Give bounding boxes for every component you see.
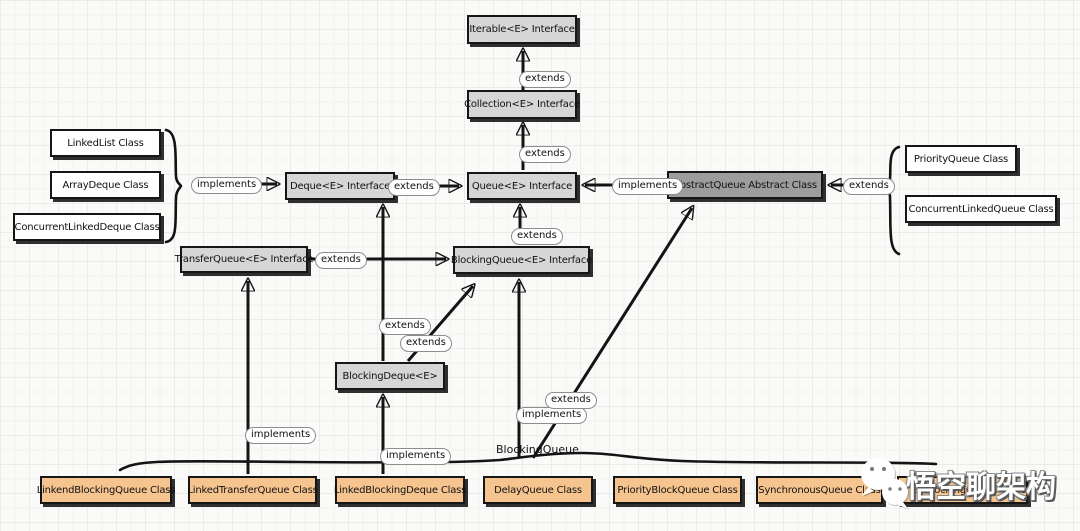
node-blockingqueue-interface: BlockingQueue<E> Interface (451, 246, 592, 274)
edge-label-extends: extends (519, 71, 571, 88)
node-transferqueue-interface: TransferQueue<E> Interface (175, 246, 314, 273)
edge-label-extends: extends (388, 179, 440, 196)
edge-label-extends: extends (511, 228, 563, 245)
blockingqueue-group-label: BlockingQueue (496, 443, 579, 456)
node-arraydeque-class: ArrayDeque Class (50, 171, 161, 199)
watermark-text: 悟空聊架构 (906, 470, 1056, 505)
edge-label-implements: implements (245, 427, 317, 444)
edge-label-extends: extends (519, 146, 571, 163)
node-concurrentlinkeddeque-class: ConcurrentLinkedDeque Class (13, 213, 161, 241)
node-linkedblockingdeque-class: LinkedBlockingDeque Class (334, 476, 466, 504)
node-priorityblockqueue-class: PriorityBlockQueue Class (613, 476, 742, 504)
node-collection-interface: Collection<E> Interface (464, 90, 580, 119)
edge-label-extends: extends (843, 178, 895, 195)
edge-label-implements: implements (380, 448, 452, 465)
node-linkedtransferqueue-class: LinkedTransferQueue Class (187, 476, 318, 504)
node-abstractqueue-abstract-class: AbstractQueue Abstract Class (667, 171, 823, 199)
node-delayqueue-class: DelayQueue Class (483, 476, 593, 504)
node-deque-interface: Deque<E> Interface (285, 172, 395, 200)
node-queue-interface: Queue<E> Interface (467, 172, 577, 200)
edge-label-extends: extends (315, 252, 367, 269)
chat-bubbles-icon (861, 458, 908, 509)
edge-label-extends: extends (400, 335, 452, 352)
edge-label-extends: extends (379, 318, 431, 335)
right-classes-brace (883, 145, 901, 256)
node-arrayblockingqueue-class: ArrayBlockingQueue Class (897, 476, 1028, 504)
edge-label-implements: implements (516, 407, 588, 424)
edge-label-implements: implements (612, 178, 684, 195)
edge-label-extends: extends (545, 392, 597, 409)
node-priorityqueue-class: PriorityQueue Class (905, 145, 1017, 173)
left-classes-brace (164, 128, 183, 244)
node-iterable-interface: Iterable<E> Interface (467, 15, 577, 44)
node-synchronousqueue-class: SynchronousQueue Class (756, 476, 883, 504)
node-linkendblockingqueue-class: LinkendBlockingQueue Class (37, 476, 176, 504)
node-linkedlist-class: LinkedList Class (50, 129, 161, 157)
node-blockingdeque-interface: BlockingDeque<E> (335, 362, 445, 390)
node-concurrentlinkedqueue-class: ConcurrentLinkedQueue Class (905, 195, 1057, 223)
edge-label-implements: implements (191, 177, 263, 194)
